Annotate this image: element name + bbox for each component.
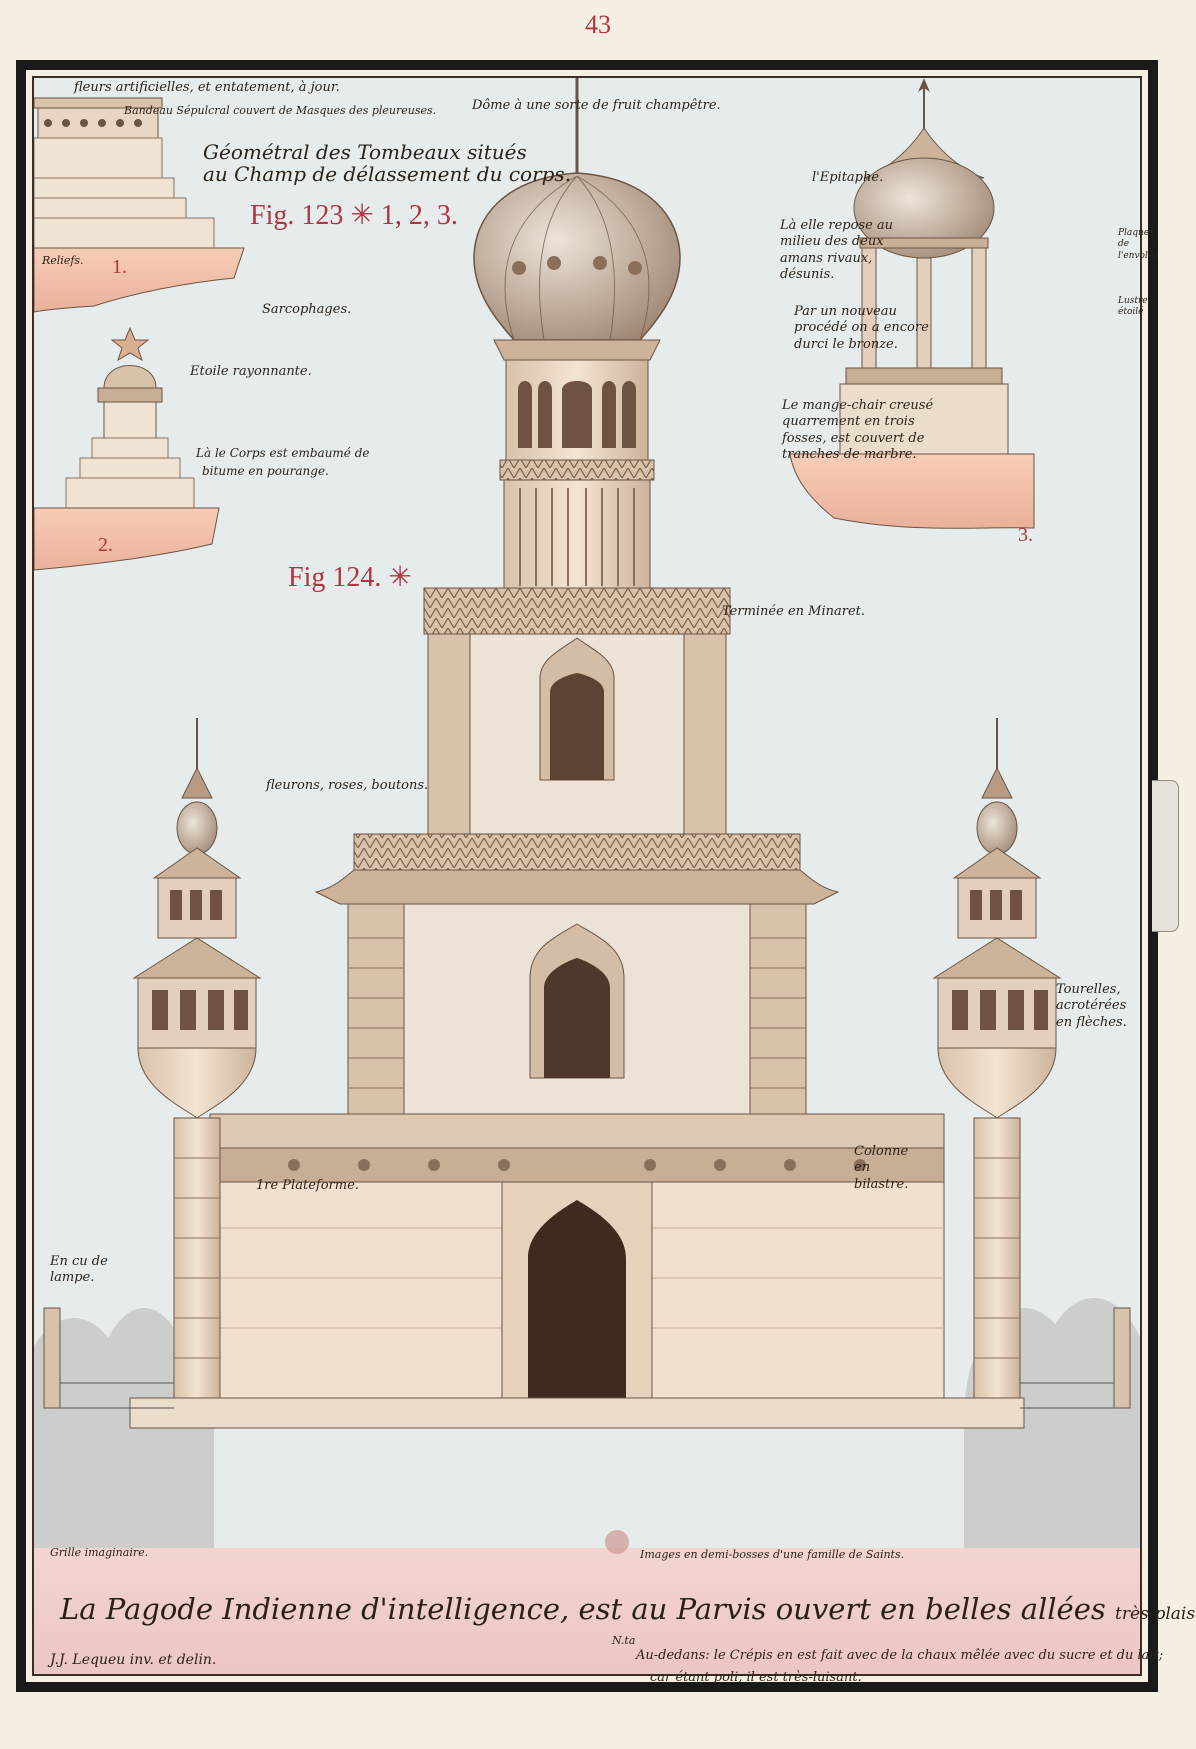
fig3-number: 3. xyxy=(1018,524,1033,546)
fig2-tomb xyxy=(34,326,220,571)
main-caption-text: La Pagode Indienne d'intelligence, est a… xyxy=(60,1592,1106,1626)
fences xyxy=(60,1382,1114,1409)
pagoda-elevation-drawing xyxy=(34,78,1140,1674)
caption-note-line1: Au-dedans: le Crépis en est fait avec de… xyxy=(636,1648,1164,1663)
fig3-tomb xyxy=(789,78,1035,529)
annotation-cul-de-lampe: En cu de lampe. xyxy=(50,1254,108,1286)
page-number: 43 xyxy=(585,10,611,39)
annotation-elle-repose: Là elle repose au milieu des deux amans … xyxy=(780,218,894,282)
annotation-corps: Là le Corps est embaumé de xyxy=(196,446,370,460)
right-tower xyxy=(932,718,1062,1399)
annotation-side1: Plaques de l'envolée xyxy=(1118,228,1159,261)
caption-note-line2: car étant poli, il est très-luisant. xyxy=(650,1670,862,1685)
annotation-epitaphe: l'Epitaphe. xyxy=(812,170,884,185)
annotation-bitume: bitume en pourange. xyxy=(202,464,329,478)
annotation-grille: Grille imaginaire. xyxy=(50,1546,149,1559)
fence-posts xyxy=(43,1307,1131,1409)
annotation-bandeau: Bandeau Sépulcral couvert de Masques des… xyxy=(124,104,437,117)
annotation-reliefs: Reliefs. xyxy=(42,254,84,267)
annotation-dome: Dôme à une sorte de fruit champêtre. xyxy=(472,98,721,113)
drawing-sheet xyxy=(34,78,1140,1674)
annotation-tourelles: Tourelles, acrotérées en flèches. xyxy=(1056,982,1127,1030)
annotation-images: Images en demi-bosses d'une famille de S… xyxy=(640,1548,905,1561)
annotation-sarcophages: Sarcophages. xyxy=(262,302,352,317)
ground-strip xyxy=(34,1548,1140,1674)
annotation-fleurs: fleurs artificielles, et entatement, à j… xyxy=(74,80,340,95)
annotation-side2: Lustre étoilé xyxy=(1118,296,1148,318)
header-title-line1: Géométral des Tombeaux situés xyxy=(203,140,527,164)
pagoda-minaret xyxy=(129,78,1025,1429)
folded-tab xyxy=(1152,780,1179,932)
fig1-number: 1. xyxy=(112,256,127,278)
annotation-colonne: Colonne en bilastre. xyxy=(854,1144,909,1192)
header-title-line2: au Champ de délassement du corps. xyxy=(203,162,572,186)
figure-124-label: Fig 124. ✳ xyxy=(288,562,412,593)
signature: J.J. Lequeu inv. et delin. xyxy=(50,1652,217,1668)
annotation-nouveau-procede: Par un nouveau procédé on a encore durci… xyxy=(794,304,929,352)
figure-123-label: Fig. 123 ✳ 1, 2, 3. xyxy=(250,200,458,231)
library-stamp xyxy=(605,1530,629,1554)
annotation-plateforme: 1re Plateforme. xyxy=(256,1178,359,1193)
fig2-number: 2. xyxy=(98,534,113,556)
caption-note-mark: N.ta xyxy=(612,1634,636,1647)
annotation-mange-chair: Le mange-chair creusé quarrement en troi… xyxy=(782,398,934,462)
main-caption-tail: très-plaisantes. xyxy=(1114,1604,1196,1624)
annotation-fleurons: fleurons, roses, boutons. xyxy=(266,778,429,793)
fig1-tomb xyxy=(34,97,245,313)
annotation-etoile: Etoile rayonnante. xyxy=(190,364,312,379)
main-caption: La Pagode Indienne d'intelligence, est a… xyxy=(60,1592,1196,1626)
annotation-terminee: Terminée en Minaret. xyxy=(722,604,865,619)
left-tower xyxy=(132,718,262,1399)
